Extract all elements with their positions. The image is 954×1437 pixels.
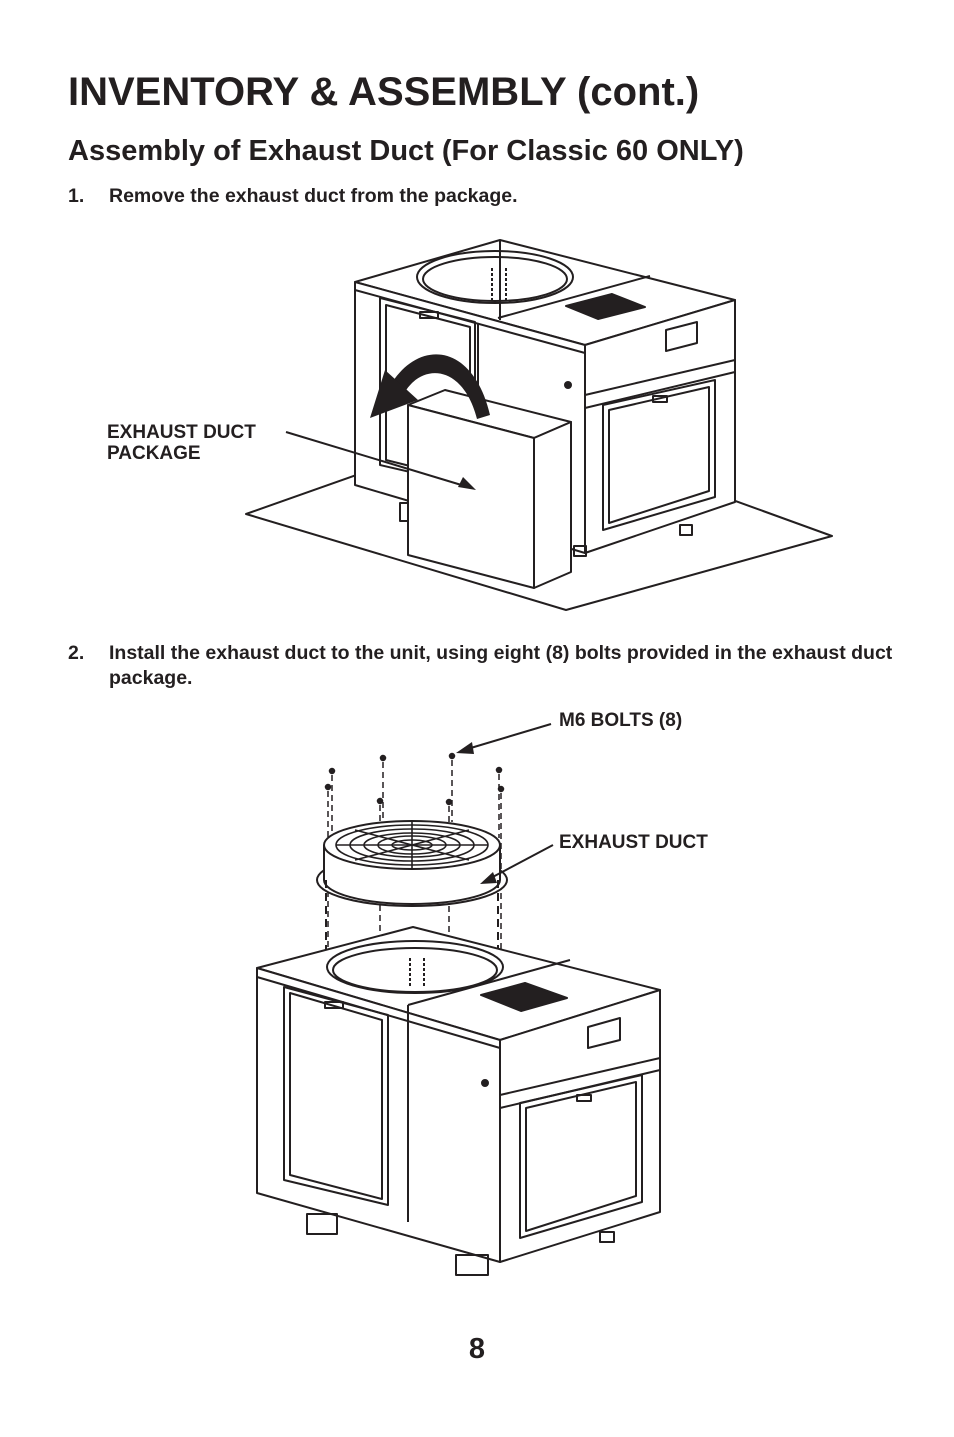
duct-installation-illustration [256,723,661,1276]
figure-install-duct: M6 BOLTS (8) EXHAUST DUCT [0,700,954,1290]
callout-line-2: PACKAGE [107,443,201,464]
unit-with-package-illustration [245,239,833,611]
page-number: 8 [468,1333,486,1365]
step-text: Install the exhaust duct to the unit, us… [109,642,893,689]
callout-exhaust-duct-package: EXHAUST DUCT PACKAGE [107,422,256,464]
callout-exhaust-duct: EXHAUST DUCT [559,832,708,853]
step-2: 2. Install the exhaust duct to the unit,… [68,641,908,693]
section-title: Assembly of Exhaust Duct (For Classic 60… [68,135,744,167]
step-number: 2. [68,642,85,664]
callout-line-1: EXHAUST DUCT [107,422,256,443]
step-number: 1. [68,185,85,207]
step-text: Remove the exhaust duct from the package… [109,185,518,207]
page-title: INVENTORY & ASSEMBLY (cont.) [68,70,700,114]
callout-m6-bolts: M6 BOLTS (8) [559,710,683,731]
step-1: 1. Remove the exhaust duct from the pack… [68,184,888,212]
figure-remove-package: EXHAUST DUCT PACKAGE [0,230,954,620]
